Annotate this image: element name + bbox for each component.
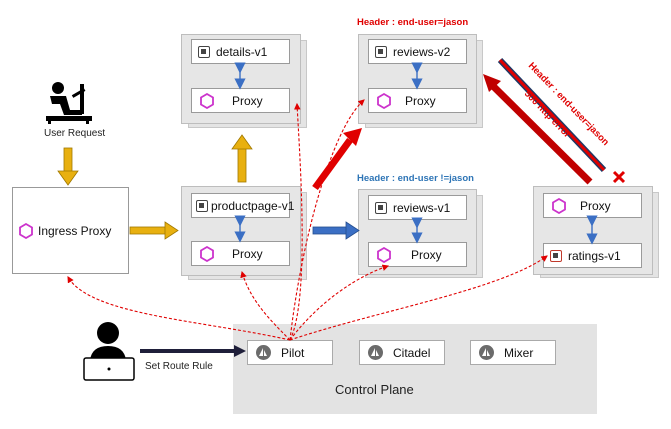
blue-arrow-right (312, 221, 360, 240)
pilot-label: Pilot (281, 345, 305, 360)
error-x-icon (612, 170, 626, 184)
proxy-label: Proxy (411, 247, 442, 262)
ingress-proxy-box[interactable]: Ingress Proxy (12, 187, 129, 274)
control-plane-label: Control Plane (335, 382, 414, 397)
details-proxy-box[interactable]: Proxy (191, 88, 290, 113)
proxy-hexagon-icon (552, 197, 566, 214)
mixer-box[interactable]: Mixer (470, 340, 556, 365)
proxy-hexagon-icon (377, 92, 391, 109)
proxy-label: Proxy (580, 198, 611, 213)
operator-icon (83, 322, 135, 381)
gold-arrow-down (57, 147, 79, 186)
set-route-rule-arrow (140, 345, 246, 357)
reviews-v2-box[interactable]: reviews-v2 (368, 39, 467, 64)
pilot-config-lines (67, 99, 548, 341)
proxy-label: Proxy (405, 93, 436, 108)
sailboat-icon (479, 345, 494, 360)
proxy-hexagon-icon (200, 245, 214, 262)
productpage-v1-label: productpage-v1 (211, 198, 295, 213)
proxy-label: Proxy (232, 246, 263, 261)
details-v1-box[interactable]: details-v1 (191, 39, 290, 64)
chip-icon (550, 249, 562, 262)
reviews-v2-proxy-box[interactable]: Proxy (368, 88, 467, 113)
ratings-v1-label: ratings-v1 (568, 248, 621, 263)
productpage-proxy-box[interactable]: Proxy (191, 241, 290, 266)
gold-arrow-right (129, 221, 179, 240)
mixer-label: Mixer (504, 345, 534, 360)
gold-arrow-up (231, 134, 253, 183)
ingress-proxy-label: Ingress Proxy (38, 223, 112, 238)
chip-icon (375, 201, 387, 214)
reviews-v2-label: reviews-v2 (393, 44, 451, 59)
sailboat-icon (368, 345, 383, 360)
diagonal-labels: Header : end-user=jason 500 http error (522, 60, 611, 148)
header-not-jason-label: Header : end-user !=jason (357, 173, 474, 184)
productpage-v1-box[interactable]: productpage-v1 (191, 193, 294, 218)
reviews-v1-label: reviews-v1 (393, 200, 451, 215)
details-v1-label: details-v1 (216, 44, 268, 59)
chip-icon (198, 45, 210, 58)
proxy-label: Proxy (232, 93, 263, 108)
proxy-hexagon-icon (200, 92, 214, 109)
citadel-box[interactable]: Citadel (359, 340, 445, 365)
control-plane (233, 324, 597, 414)
navy-arrow-to-ratings (497, 57, 607, 173)
chip-icon (196, 199, 208, 212)
pilot-box[interactable]: Pilot (247, 340, 333, 365)
chip-icon (375, 45, 387, 58)
header-jason-label: Header : end-user=jason (357, 17, 469, 28)
sailboat-icon (256, 345, 271, 360)
user-request-label: User Request (44, 128, 106, 139)
red-arrow-reviews-to-ratings (483, 74, 593, 185)
proxy-hexagon-icon (377, 246, 391, 263)
red-arrow-up (312, 128, 362, 191)
reviews-v1-proxy-box[interactable]: Proxy (368, 242, 467, 267)
user-request-icon (46, 82, 92, 124)
citadel-label: Citadel (393, 345, 431, 360)
set-route-rule-label: Set Route Rule (145, 361, 213, 372)
proxy-hexagon-icon (19, 222, 33, 239)
